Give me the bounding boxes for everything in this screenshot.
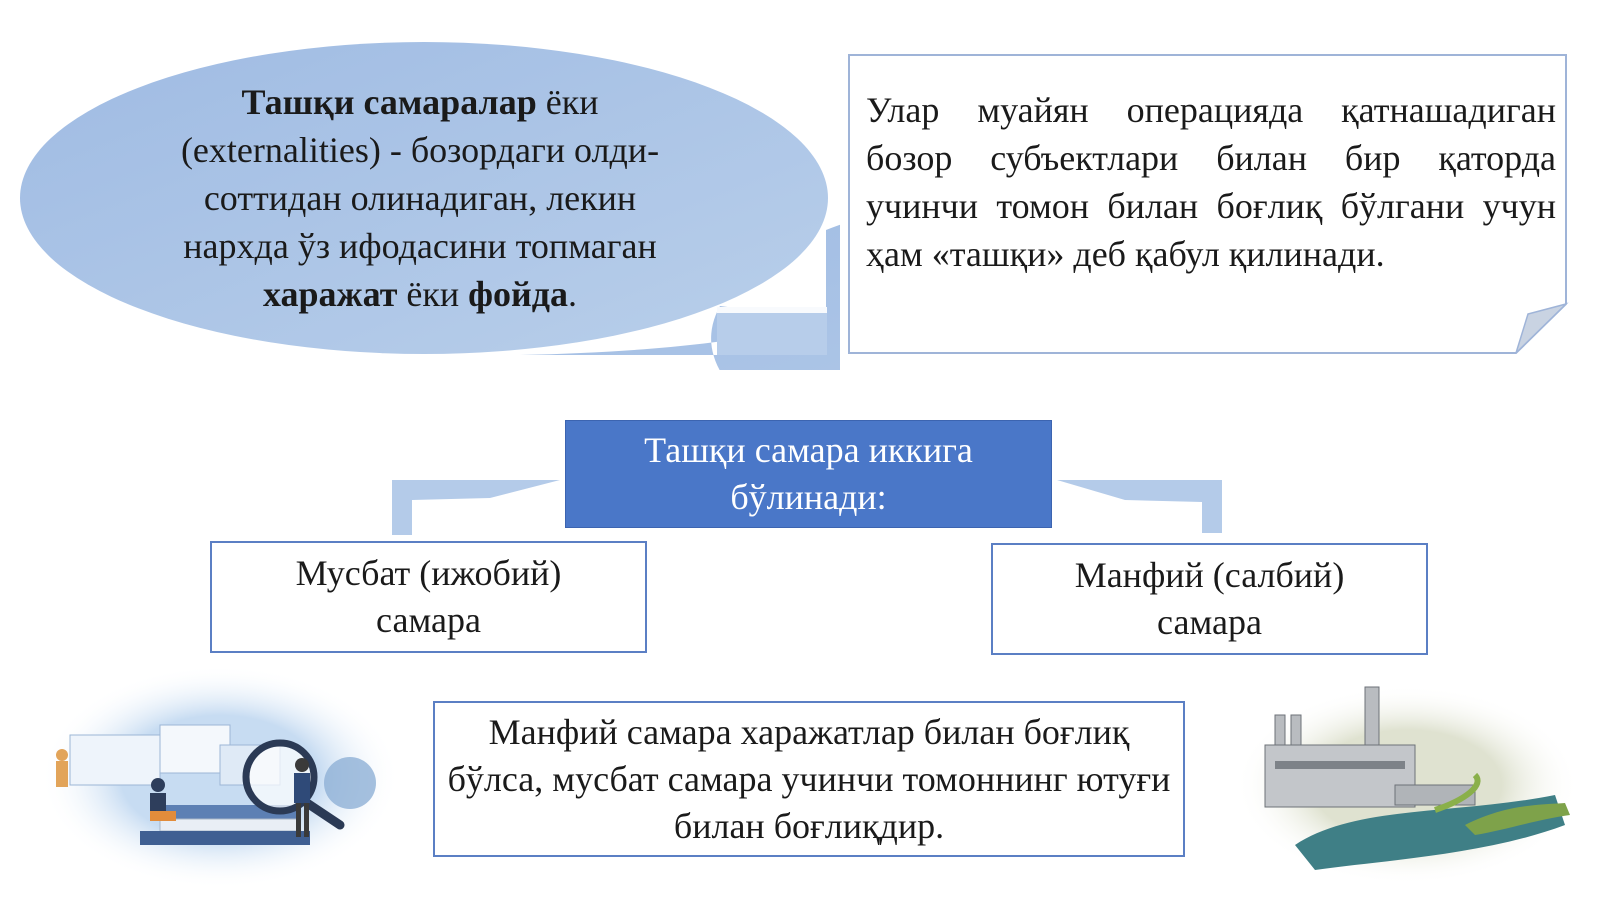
header-box: Ташқи самара иккига бўлинади: <box>565 420 1052 528</box>
or-word: ёки <box>397 274 469 314</box>
factory-icon <box>1264 744 1416 808</box>
header-text: Ташқи самара иккига бўлинади: <box>644 430 973 517</box>
negative-effect-label: Манфий (салбий) самара <box>1074 555 1345 642</box>
term-bold: Ташқи самаралар <box>241 82 537 122</box>
definition-period: . <box>568 274 577 314</box>
folded-corner-icon <box>1515 302 1569 354</box>
negative-effect-box: Манфий (салбий) самара <box>991 543 1428 655</box>
explanation-text: Манфий самара харажатлар билан боғлиқ бў… <box>447 711 1171 846</box>
positive-effect-label: Мусбат (ижобий) самара <box>295 553 562 640</box>
definition-line4: нархда ўз ифодасини топмаган <box>183 226 657 266</box>
definition-bubble <box>20 42 840 370</box>
definition-line2: (externalities) - бозордаги олди- <box>180 130 660 170</box>
benefit-word: фойда <box>468 274 568 314</box>
definition-line1: ёки <box>536 82 599 122</box>
explanation-box: Манфий самара харажатлар билан боғлиқ бў… <box>433 701 1185 857</box>
note-box <box>848 54 1569 354</box>
connectors <box>392 480 1222 535</box>
definition-text: Ташқи самаралар ёки (externalities) - бо… <box>150 78 690 318</box>
positive-effect-box: Мусбат (ижобий) самара <box>210 541 647 653</box>
cost-word: харажат <box>262 274 398 314</box>
research-magnifier-illustration <box>40 665 400 889</box>
note-text: Улар муайян операцияда қатнашадиган бозо… <box>866 90 1556 274</box>
definition-line3: соттидан олинадиган, лекин <box>203 178 637 218</box>
factory-pollution-illustration <box>1235 685 1579 885</box>
